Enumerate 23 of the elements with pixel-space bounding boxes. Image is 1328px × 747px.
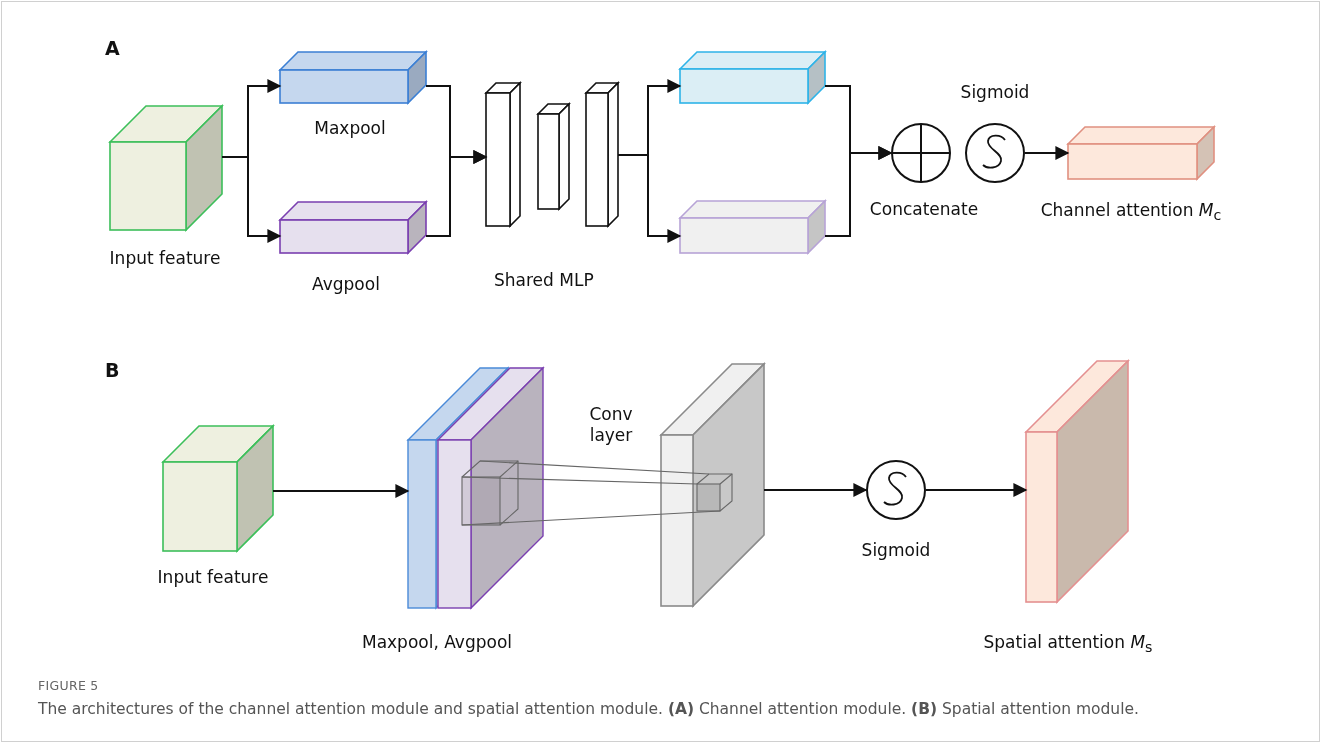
node-label: Spatial attention M$_{s}$ [983, 632, 1153, 657]
arrow [425, 150, 488, 237]
arrow [617, 154, 682, 243]
arrow [925, 483, 1028, 497]
node-label: Maxpool, Avgpool [361, 632, 513, 653]
panel-letter: B [105, 359, 120, 383]
label-text: Conv layer [588, 404, 634, 447]
arrow [272, 484, 410, 498]
figure-number: FIGURE 5 [38, 678, 99, 694]
node-label: Avgpool [312, 274, 380, 295]
node-label: Concatenate [869, 199, 979, 220]
node-label: Sigmoid [861, 540, 931, 561]
node-label: Channel attention M$_{c}$ [1040, 200, 1222, 225]
arrow [763, 483, 868, 497]
arrow [824, 146, 893, 237]
node-label: Sigmoid [960, 82, 1030, 103]
panel-letter: A [105, 37, 120, 61]
arrow [1024, 146, 1070, 160]
node-label: Maxpool [314, 118, 386, 139]
node-label: Input feature [157, 567, 269, 588]
label-text: Shared MLP [494, 270, 594, 292]
node-label: Input feature [109, 248, 221, 269]
figure-caption: The architectures of the channel attention module and spatial attention module. (A) Channel attention module. (B) Spatial attention module. [38, 700, 1139, 720]
